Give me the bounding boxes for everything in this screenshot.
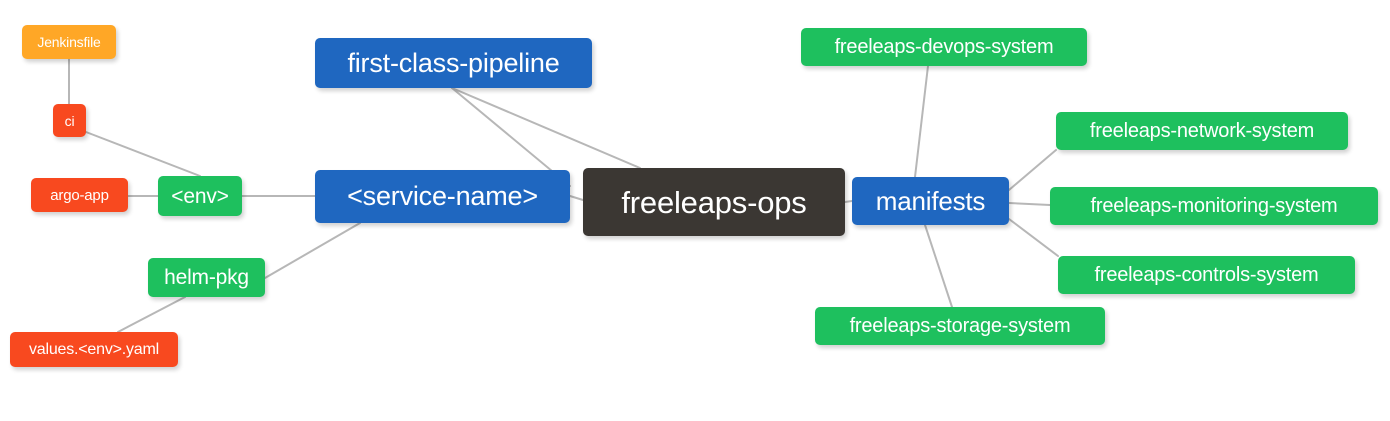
node-argo-app[interactable]: argo-app xyxy=(31,178,128,212)
edge-service-name-to-helm-pkg xyxy=(264,222,361,279)
edge-first-class-pipeline-to-freeleaps-ops xyxy=(451,87,641,169)
edge-manifests-to-freeleaps-devops-system xyxy=(914,65,929,178)
node-label-ci: ci xyxy=(64,112,75,129)
edge-manifests-to-freeleaps-storage-system xyxy=(924,224,953,308)
edge-manifests-to-freeleaps-network-system xyxy=(1008,149,1057,191)
edge-service-name-to-freeleaps-ops xyxy=(569,195,584,201)
node-freeleaps-ops[interactable]: freeleaps-ops xyxy=(583,168,845,236)
edge-ci-to-env xyxy=(85,131,201,177)
node-label-service-name: <service-name> xyxy=(347,181,538,211)
node-jenkinsfile[interactable]: Jenkinsfile xyxy=(22,25,116,59)
node-freeleaps-network-system[interactable]: freeleaps-network-system xyxy=(1056,112,1348,150)
node-freeleaps-storage-system[interactable]: freeleaps-storage-system xyxy=(815,307,1105,345)
node-manifests[interactable]: manifests xyxy=(852,177,1009,225)
node-freeleaps-controls-system[interactable]: freeleaps-controls-system xyxy=(1058,256,1355,294)
node-env[interactable]: <env> xyxy=(158,176,242,216)
node-freeleaps-devops-system[interactable]: freeleaps-devops-system xyxy=(801,28,1087,66)
node-label-jenkinsfile: Jenkinsfile xyxy=(37,34,101,50)
edge-manifests-to-freeleaps-controls-system xyxy=(1008,218,1059,257)
node-label-freeleaps-storage-system: freeleaps-storage-system xyxy=(849,315,1071,337)
node-freeleaps-monitoring-system[interactable]: freeleaps-monitoring-system xyxy=(1050,187,1378,225)
node-label-freeleaps-ops: freeleaps-ops xyxy=(621,184,807,220)
node-label-manifests: manifests xyxy=(875,186,986,216)
node-label-freeleaps-devops-system: freeleaps-devops-system xyxy=(834,36,1054,58)
edge-freeleaps-ops-to-manifests xyxy=(844,200,853,203)
node-ci[interactable]: ci xyxy=(53,104,86,137)
node-label-argo-app: argo-app xyxy=(50,186,109,204)
node-label-helm-pkg: helm-pkg xyxy=(164,266,249,289)
node-label-values-env-yaml: values.<env>.yaml xyxy=(28,340,159,358)
node-label-freeleaps-monitoring-system: freeleaps-monitoring-system xyxy=(1090,195,1338,217)
node-values-env-yaml[interactable]: values.<env>.yaml xyxy=(10,332,178,367)
node-first-class-pipeline[interactable]: first-class-pipeline xyxy=(315,38,592,88)
node-label-freeleaps-network-system: freeleaps-network-system xyxy=(1089,120,1315,142)
node-label-env: <env> xyxy=(171,184,229,208)
edge-helm-pkg-to-values-env-yaml xyxy=(117,296,186,333)
edge-manifests-to-freeleaps-monitoring-system xyxy=(1008,202,1051,206)
node-label-freeleaps-controls-system: freeleaps-controls-system xyxy=(1094,264,1319,286)
node-helm-pkg[interactable]: helm-pkg xyxy=(148,258,265,297)
node-service-name[interactable]: <service-name> xyxy=(315,170,570,223)
node-label-first-class-pipeline: first-class-pipeline xyxy=(347,47,560,78)
